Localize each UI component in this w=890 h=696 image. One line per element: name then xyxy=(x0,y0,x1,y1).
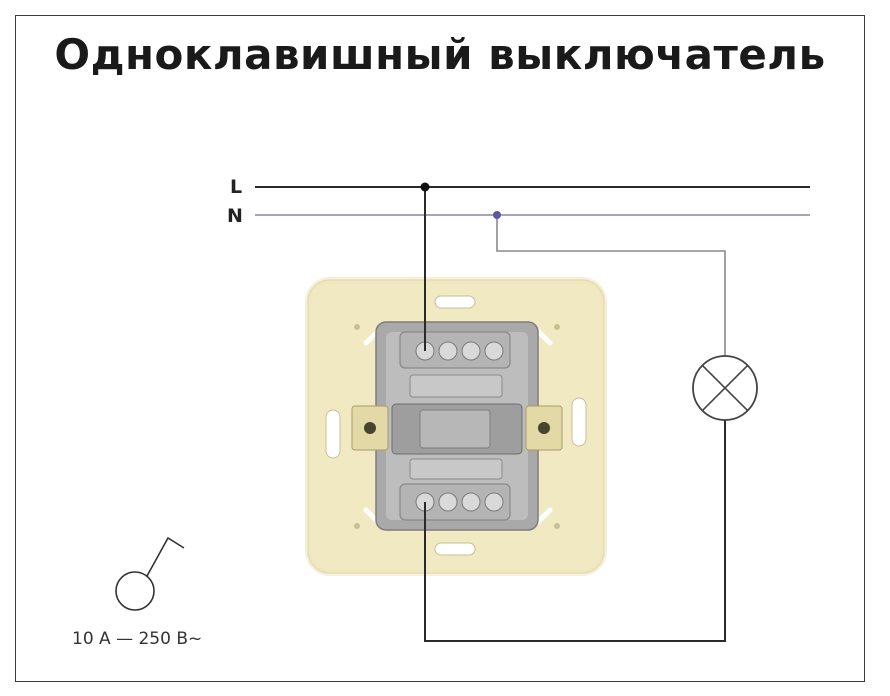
switched-wire xyxy=(424,420,726,642)
switch-mechanism xyxy=(305,277,607,576)
neutral-label: N xyxy=(227,205,243,227)
neutral-junction xyxy=(493,211,501,219)
switch-symbol-icon xyxy=(115,536,185,611)
lamp-neutral-wire xyxy=(496,215,726,356)
right-slot xyxy=(571,397,587,447)
top-slot xyxy=(434,295,476,309)
page-title: Одноклавишный выключатель xyxy=(54,30,826,79)
rating-text: 10 А — 250 В~ xyxy=(72,629,202,649)
phase-label: L xyxy=(230,176,242,198)
bottom-slot xyxy=(434,542,476,556)
lamp-symbol-icon xyxy=(692,355,758,421)
left-slot xyxy=(325,409,341,459)
phase-junction xyxy=(420,182,430,192)
